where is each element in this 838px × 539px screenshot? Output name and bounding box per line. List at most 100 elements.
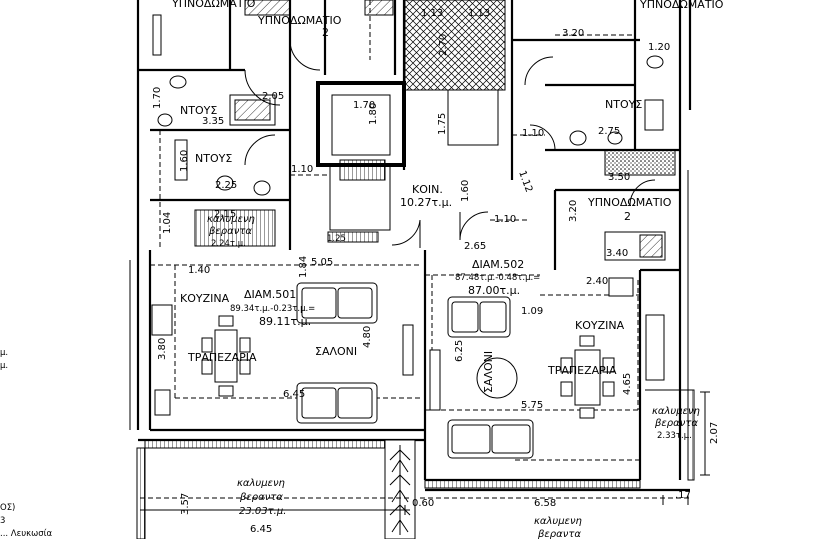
dim-label: 6.25: [454, 340, 465, 362]
shaft-grate: [327, 231, 379, 243]
veranda-railings: [136, 389, 695, 539]
apartment-502-total: 87.00τ.μ.: [468, 284, 520, 297]
veranda-big-right-label2: βεραντα: [537, 529, 581, 539]
dining-table-left: [201, 315, 251, 397]
room-label-shower-right: ΝΤΟΥΣ: [605, 98, 642, 111]
dim-label: 1.12: [516, 169, 534, 194]
room-label-living-right: ΣΑΛΟΝΙ: [482, 351, 495, 393]
veranda-big-left-label2: βεραντα: [239, 492, 283, 503]
dim-label: 1.09: [521, 306, 543, 317]
room-label-bedroom-right: ΥΠΝΟΔΩΜΑΤΙΟ: [587, 196, 672, 209]
room-label-shower-2: ΝΤΟΥΣ: [195, 152, 232, 165]
kitchen-sink-left: [151, 304, 173, 336]
dim-label: 3.20: [562, 28, 584, 39]
dim-label: 2.25: [215, 180, 237, 191]
room-label-kitchen-right: ΚΟΥΖΙΝΑ: [575, 319, 625, 332]
dim-label: 6.45: [283, 389, 305, 400]
dim-label: 4.65: [622, 373, 633, 395]
dim-label: 3.50: [608, 172, 630, 183]
veranda-small-left-area: 2.24τ.μ.: [211, 239, 246, 249]
dimension-ticks: [140, 391, 710, 515]
room-label-common: ΚΟΙΝ.: [412, 183, 443, 196]
dim-label: 1.13: [421, 8, 443, 19]
veranda-small-right-label2: βεραντα: [654, 418, 698, 429]
duct: [447, 89, 499, 146]
dim-label: 1.70: [152, 87, 163, 109]
dim-label: 5.05: [311, 257, 333, 268]
plant-icon: [389, 445, 411, 535]
stair-treads: [339, 159, 386, 181]
veranda-big-right-label: καλυμενη: [534, 516, 582, 527]
dining-table-right: [560, 335, 615, 419]
room-label-bedroom-2-num: 2: [322, 26, 329, 39]
tv-unit-left: [402, 324, 414, 376]
dim-label: 2.15: [214, 209, 236, 220]
dim-label: 1.25: [327, 234, 346, 244]
dim-label: 2.05: [262, 91, 284, 102]
apartment-501-title: ΔΙΑΜ.501: [244, 288, 296, 301]
dim-label: 1.10: [522, 128, 544, 139]
room-label-dining-left: ΤΡΑΠΕΖΑΡΙΑ: [187, 351, 257, 364]
dim-label: 3.20: [568, 200, 579, 222]
dim-label: 1.60: [179, 150, 190, 172]
dim-label: 2.75: [598, 126, 620, 137]
dim-label: 3.57: [180, 493, 191, 515]
apartment-502-title: ΔΙΑΜ.502: [472, 258, 524, 271]
veranda-small-right-area: 2.33τ.μ.: [657, 431, 692, 441]
veranda-big-left-area: 23.03τ.μ.: [239, 506, 286, 517]
veranda-small-right-label: καλυμενη: [652, 406, 700, 417]
sanitary-fixtures: [152, 14, 664, 196]
legend-fragment: 3: [0, 516, 5, 526]
legend-fragment: μ.: [0, 361, 8, 371]
dim-label: 2.40: [586, 276, 608, 287]
stair-hatch: [404, 0, 506, 91]
dim-label: 1.75: [437, 113, 448, 135]
dim-label: 3.40: [606, 248, 628, 259]
stove-left: [154, 389, 171, 416]
tv-unit-right: [429, 349, 441, 411]
sofas: [296, 282, 534, 459]
dim-label: 1.10: [494, 214, 516, 225]
dimension-labels: 1.13 1.13 2.70 3.20 1.20 2.05 1.70 3.35 …: [152, 8, 720, 535]
dim-label: 1.60: [460, 180, 471, 202]
room-label-dining-right: ΤΡΑΠΕΖΑΡΙΑ: [547, 364, 617, 377]
shower-tray-right: [604, 149, 676, 176]
room-label-bedroom-2: ΥΠΝΟΔΩΜΑΤΙΟ: [257, 14, 342, 27]
veranda-small-left-label2: βεραντα: [208, 226, 252, 237]
dim-label: 1.20: [648, 42, 670, 53]
dim-label: 2.07: [709, 422, 720, 444]
dim-label: .17: [675, 490, 691, 501]
dim-label: 1.80: [368, 103, 379, 125]
dim-label: 4.80: [362, 326, 373, 348]
apartment-502-calc: 87.48τ.μ.-0.48τ.μ.=: [455, 273, 540, 283]
room-label-living-left: ΣΑΛΟΝΙ: [315, 345, 357, 358]
room-label-kitchen-left: ΚΟΥΖΙΝΑ: [180, 292, 230, 305]
veranda-small-left-label: καλυμενη: [207, 214, 255, 225]
room-area-common: 10.27τ.μ.: [400, 196, 452, 209]
dim-label: 1.70: [353, 100, 375, 111]
veranda-grate-left: [194, 209, 276, 247]
room-label-bedroom-top-right: ΥΠΝΟΔΩΜΑΤΙΟ: [639, 0, 724, 11]
dim-label: 3.35: [202, 116, 224, 127]
doors: [244, 39, 656, 248]
veranda-big-left-label: καλυμενη: [237, 478, 285, 489]
room-label-bedroom-right-num: 2: [624, 210, 631, 223]
dim-label: 3.80: [157, 338, 168, 360]
dim-label: 1.40: [188, 265, 210, 276]
cooktop-right: [608, 277, 634, 297]
room-label-shower-1: ΝΤΟΥΣ: [180, 104, 217, 117]
legend-fragment: ΟΣ): [0, 503, 15, 513]
room-label-bedroom-top-left: ΥΠΝΟΔΩΜΑΤΙΟ: [171, 0, 256, 10]
dim-label: 2.65: [464, 241, 486, 252]
counter-right: [645, 314, 665, 381]
apartment-501-calc: 89.34τ.μ.-0.23τ.μ.=: [230, 304, 315, 314]
dim-label: 2.70: [438, 34, 449, 56]
legend-fragment: μ.: [0, 348, 8, 358]
dim-label: 1.13: [468, 8, 490, 19]
dim-label: 1.84: [298, 256, 309, 278]
dim-label: 5.75: [521, 400, 543, 411]
dim-label: 1.04: [162, 212, 173, 234]
coffee-table-right: [476, 357, 518, 399]
dim-label: 6.58: [534, 498, 556, 509]
